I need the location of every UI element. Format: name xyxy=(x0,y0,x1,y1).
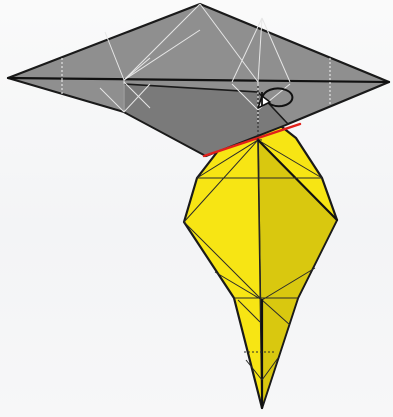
gray-model xyxy=(8,4,389,156)
